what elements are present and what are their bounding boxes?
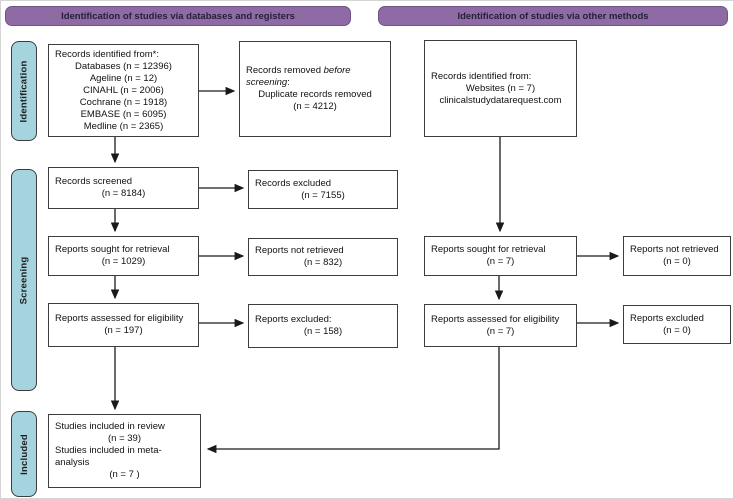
arrow-other-assessed-to-included xyxy=(206,347,500,454)
box-line: Databases (n = 12396) xyxy=(75,60,172,72)
box-line: (n = 7) xyxy=(486,256,515,267)
box-line: (n = 1029) xyxy=(101,256,146,267)
box-line: Reports not retrieved xyxy=(255,245,344,256)
box-reports-excluded-other: Reports excluded(n = 0) xyxy=(623,305,731,344)
box-records-identified-other: Records identified from:Websites (n = 7)… xyxy=(424,40,577,137)
box-line: Reports assessed for eligibility xyxy=(431,313,560,325)
box-reports-sought-databases: Reports sought for retrieval(n = 1029) xyxy=(48,236,199,276)
box-reports-not-retrieved-databases: Reports not retrieved(n = 832) xyxy=(248,238,398,276)
box-records-identified-databases: Records identified from*:Databases (n = … xyxy=(48,44,199,137)
header-databases-registers: Identification of studies via databases … xyxy=(5,6,351,26)
stage-screening: Screening xyxy=(11,169,37,391)
box-line: Records excluded xyxy=(255,177,332,189)
box-line: (n = 7155) xyxy=(301,189,345,201)
box-reports-assessed-other: Reports assessed for eligibility(n = 7) xyxy=(424,304,577,347)
box-line: Reports excluded: xyxy=(255,314,332,325)
box-line: Reports excluded xyxy=(630,312,704,324)
box-line: (n = 7) xyxy=(486,325,515,337)
box-reports-sought-other: Reports sought for retrieval(n = 7) xyxy=(424,236,577,276)
box-line: Studies included in meta-analysis xyxy=(55,445,162,468)
box-line: Studies included in review xyxy=(55,421,165,432)
box-line: clinicalstudydatarequest.com xyxy=(439,94,562,106)
box-reports-not-retrieved-other: Reports not retrieved(n = 0) xyxy=(623,236,731,276)
box-line: (n = 7 ) xyxy=(109,469,140,480)
stage-identification: Identification xyxy=(11,41,37,141)
box-reports-assessed-databases: Reports assessed for eligibility(n = 197… xyxy=(48,303,199,347)
box-line: screening: xyxy=(246,77,290,88)
box-line: (n = 4212) xyxy=(293,101,337,112)
box-records-excluded: Records excluded(n = 7155) xyxy=(248,170,398,209)
box-line: Records screened xyxy=(55,176,133,187)
box-line: (n = 0) xyxy=(663,256,691,267)
box-line: CINAHL (n = 2006) xyxy=(83,84,164,96)
box-reports-excluded-databases: Reports excluded:(n = 158) xyxy=(248,304,398,348)
header-label: Identification of studies via databases … xyxy=(61,10,295,22)
box-studies-included: Studies included in review(n = 39)Studie… xyxy=(48,414,201,488)
box-records-screened: Records screened(n = 8184) xyxy=(48,167,199,209)
box-line: Reports not retrieved xyxy=(630,244,719,255)
box-line: Websites (n = 7) xyxy=(465,82,536,94)
box-line: (n = 832) xyxy=(303,257,343,268)
box-line: (n = 0) xyxy=(663,324,691,336)
box-line: Medline (n = 2365) xyxy=(83,120,164,132)
box-line: EMBASE (n = 6095) xyxy=(80,108,167,120)
stage-included: Included xyxy=(11,411,37,497)
stage-label: Identification xyxy=(18,60,30,122)
box-line: (n = 8184) xyxy=(101,188,146,199)
box-line: Reports sought for retrieval xyxy=(55,244,170,255)
box-line: Duplicate records removed xyxy=(258,89,372,100)
box-line: (n = 197) xyxy=(104,325,143,336)
header-label: Identification of studies via other meth… xyxy=(457,10,649,22)
stage-label: Included xyxy=(18,433,30,475)
header-other-methods: Identification of studies via other meth… xyxy=(378,6,728,26)
box-line: Reports sought for retrieval xyxy=(431,244,546,255)
box-line: Reports assessed for eligibility xyxy=(55,313,184,324)
box-line: Records identified from: xyxy=(431,70,532,82)
stage-label: Screening xyxy=(18,256,30,304)
box-line: Records identified from*: xyxy=(55,48,160,60)
box-line: Records removed before xyxy=(246,65,351,76)
box-line: Cochrane (n = 1918) xyxy=(79,96,168,108)
box-line: Ageline (n = 12) xyxy=(89,72,158,84)
box-line: (n = 158) xyxy=(303,326,343,337)
box-line: (n = 39) xyxy=(107,433,141,444)
